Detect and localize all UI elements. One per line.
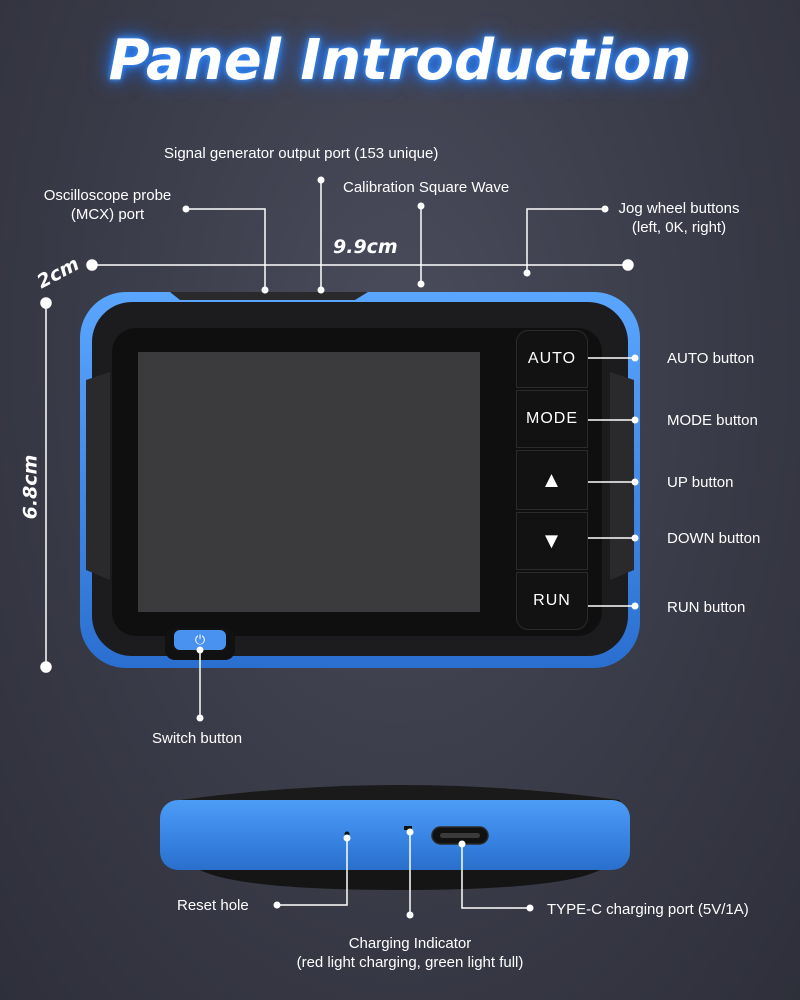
right-grip xyxy=(610,372,634,580)
leader-lines-side xyxy=(277,832,530,915)
down-button-label: DOWN button xyxy=(667,530,761,547)
run-key[interactable]: RUN xyxy=(516,572,588,630)
power-button xyxy=(174,630,226,650)
side-bottom-edge xyxy=(200,870,600,890)
charging-indicator xyxy=(404,826,412,830)
mode-button-label: MODE button xyxy=(667,412,758,429)
side-blue-body xyxy=(160,800,630,870)
width-dimension: 9.9cm xyxy=(333,236,398,258)
top-port-notch xyxy=(170,292,368,300)
run-button-label: RUN button xyxy=(667,599,746,616)
switch-button-label: Switch button xyxy=(152,730,243,747)
leader-lines-front xyxy=(186,180,635,718)
height-dimension: 6.8cm xyxy=(19,454,42,520)
probe-label-line2: (MCX) port xyxy=(70,206,145,223)
jog-label-line2: (left, 0K, right) xyxy=(631,219,727,236)
leader-dots-side xyxy=(273,828,534,919)
calibration-label: Calibration Square Wave xyxy=(343,179,510,196)
auto-button-label: AUTO button xyxy=(667,350,755,367)
probe-label: Oscilloscope probe (MCX) port xyxy=(30,186,185,224)
page-title: Panel Introduction xyxy=(108,28,692,93)
up-key[interactable]: ▲ xyxy=(516,450,588,510)
auto-key[interactable]: AUTO xyxy=(516,330,588,388)
charging-indicator-label: Charging Indicator (red light charging, … xyxy=(260,934,560,972)
jog-label-line1: Jog wheel buttons xyxy=(618,200,740,217)
reset-hole-label: Reset hole xyxy=(177,897,249,914)
down-key[interactable]: ▼ xyxy=(516,512,588,570)
jog-label: Jog wheel buttons (left, 0K, right) xyxy=(605,199,753,237)
screen xyxy=(138,352,480,612)
probe-label-line1: Oscilloscope probe xyxy=(43,187,172,204)
left-grip xyxy=(86,372,110,580)
indicator-label-line1: Charging Indicator xyxy=(348,935,472,952)
signal-generator-label: Signal generator output port (153 unique… xyxy=(164,145,439,162)
device-front xyxy=(80,292,640,668)
mode-key[interactable]: MODE xyxy=(516,390,588,448)
device-side xyxy=(160,785,630,890)
indicator-label-line2: (red light charging, green light full) xyxy=(296,954,524,971)
power-icon[interactable]: ⏻ xyxy=(194,632,206,648)
typec-label: TYPE-C charging port (5V/1A) xyxy=(547,901,749,918)
dimension-lines xyxy=(40,259,634,673)
up-button-label: UP button xyxy=(667,474,734,491)
